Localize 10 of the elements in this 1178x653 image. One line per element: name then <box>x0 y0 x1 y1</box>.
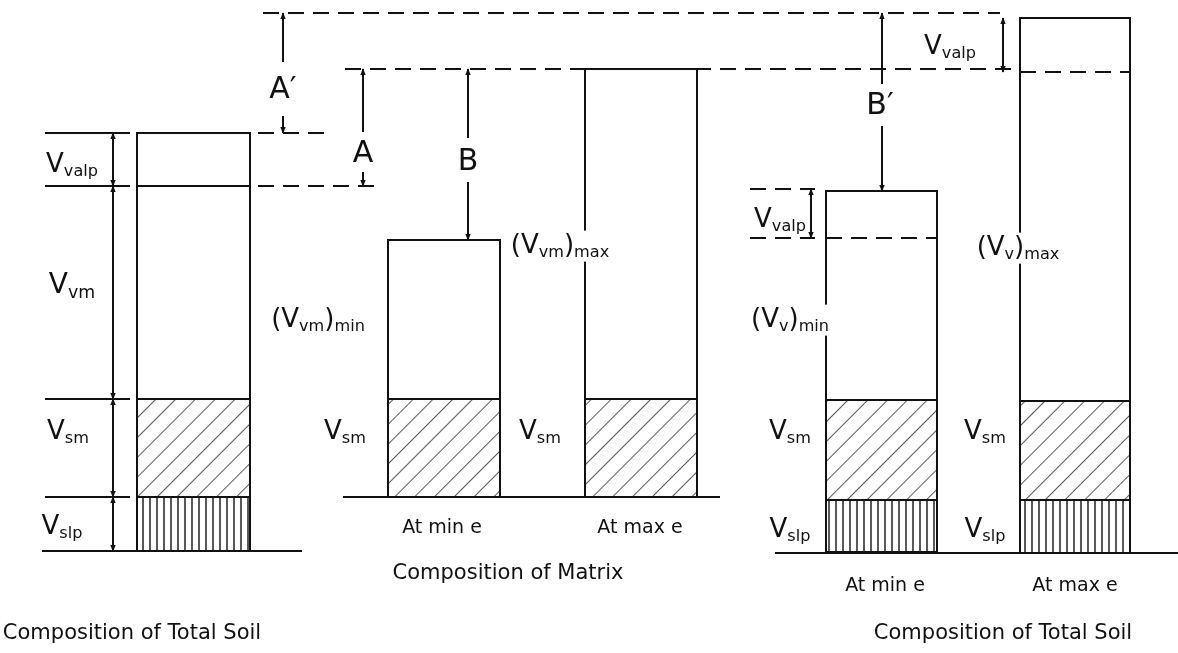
group-caption: Composition of Total Soil <box>1 621 263 643</box>
phase-symbol: V$_{valp}$ <box>753 204 807 236</box>
phase-symbol: V$_{slp}$ <box>963 514 1007 546</box>
phase-symbol: V$_{slp}$ <box>40 511 84 543</box>
group-caption: Composition of Matrix <box>391 561 625 583</box>
phase-symbol: (V$_{v}$)$_{min}$ <box>750 304 830 336</box>
phase-symbol: V$_{slp}$ <box>768 514 812 546</box>
group-caption: Composition of Total Soil <box>872 621 1134 643</box>
phase-symbol: V$_{valp}$ <box>45 149 99 181</box>
phase-symbol: V$_{valp}$ <box>923 31 977 63</box>
